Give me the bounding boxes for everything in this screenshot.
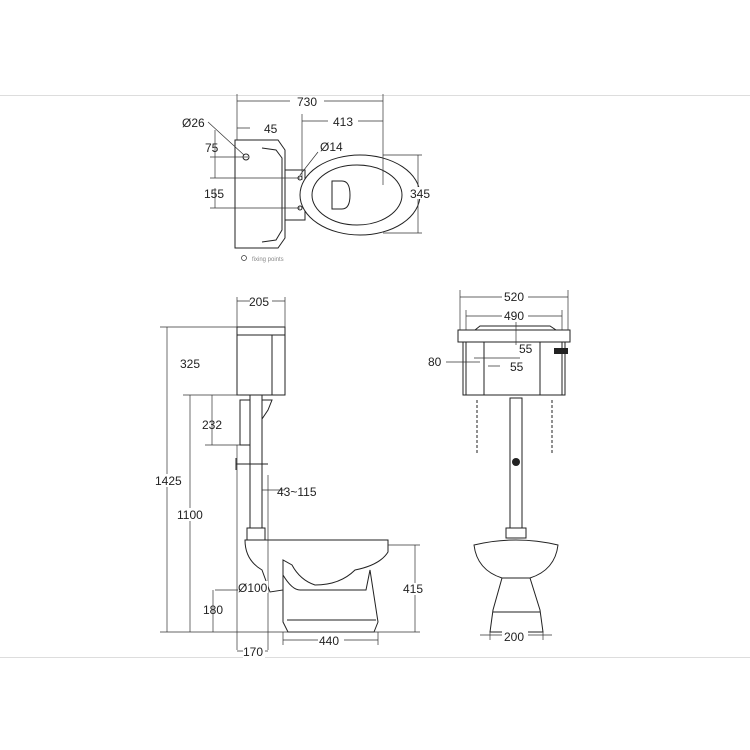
dim-200: 200: [504, 630, 524, 644]
dim-80: 80: [428, 355, 442, 369]
legend-symbol: [241, 255, 247, 261]
dim-55-side: 55: [510, 360, 524, 374]
cistern-front-panels: [465, 342, 563, 395]
bottom-border-line: [0, 657, 750, 658]
dim-170: 170: [243, 645, 263, 659]
cistern-lid-front: [457, 329, 571, 343]
front-view: 520 490 55 80 55 200: [428, 290, 571, 644]
dim-diameter-26: Ø26: [182, 116, 205, 130]
cistern-side-detail: [237, 334, 285, 395]
dim-diameter-100: Ø100: [238, 581, 268, 595]
dim-155: 155: [204, 187, 224, 201]
dim-440: 440: [319, 634, 339, 648]
dim-490: 490: [504, 309, 524, 323]
dim-413: 413: [333, 115, 353, 129]
cistern-front: [462, 341, 566, 396]
dim-345: 345: [410, 187, 430, 201]
pan-side: [244, 539, 389, 593]
dim-325: 325: [180, 357, 200, 371]
fixing-rods: [476, 400, 553, 455]
dim-1425: 1425: [155, 474, 182, 488]
flush-pipe-side: [249, 394, 263, 531]
pan-outlet-plan: [331, 180, 351, 210]
cistern-plan-detail: [261, 147, 283, 243]
top-border-line: [0, 95, 750, 96]
dim-730: 730: [297, 95, 317, 109]
pipe-joint: [512, 458, 520, 466]
dim-205: 205: [249, 295, 269, 309]
pan-inner-plan: [311, 164, 403, 226]
dim-75: 75: [205, 141, 219, 155]
cistern-side: [236, 326, 286, 396]
dim-55-top: 55: [519, 342, 533, 356]
dim-232: 232: [202, 418, 222, 432]
dim-520: 520: [504, 290, 524, 304]
pan-front: [473, 539, 559, 579]
dim-43-115: 43~115: [277, 485, 317, 499]
dim-415: 415: [403, 582, 423, 596]
legend-text: fixing points: [252, 257, 284, 263]
top-view: 730 413 45 Ø26 75 Ø14 155 345 fixing poi…: [182, 94, 432, 263]
dim-180: 180: [203, 603, 223, 617]
cistern-plan: [234, 139, 286, 249]
pipe-connector: [246, 527, 266, 541]
flush-lever: [554, 348, 568, 354]
dim-diameter-14: Ø14: [320, 140, 343, 154]
pipe-connector-front: [505, 527, 527, 539]
dim-45: 45: [264, 122, 278, 136]
side-view: 205 325 232 1425 1100 43~115 Ø100 180 41…: [154, 295, 427, 659]
pedestal-front: [489, 577, 544, 633]
cistern-lid-top: [473, 325, 558, 331]
dim-1100: 1100: [177, 508, 203, 522]
flush-handle: [235, 458, 268, 470]
